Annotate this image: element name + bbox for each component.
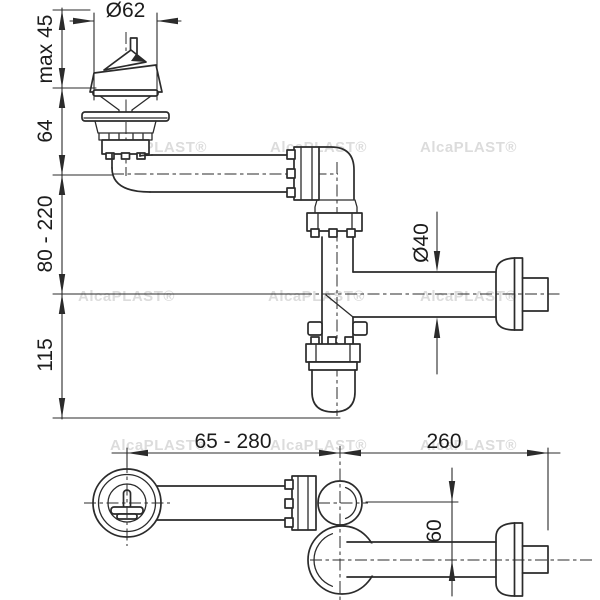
dim-label-strainer-height: 64 — [34, 119, 57, 143]
dim-label-adjustable-length: 65 - 280 — [194, 430, 271, 453]
wall-rosette-plan — [495, 522, 549, 597]
inlet-elbow-pipe — [111, 153, 295, 193]
plan-drain — [84, 461, 170, 546]
trap-cup — [305, 336, 361, 413]
watermark: AlcaPLAST® — [78, 288, 175, 305]
dim-label-adjustable-height: 80 - 220 — [34, 195, 57, 272]
dim-label-outlet-length: 260 — [426, 430, 461, 453]
dimension-outlet-diameter: Ø40 — [410, 211, 441, 375]
dim-label-max-plug-height: max 45 — [34, 15, 57, 84]
watermark: AlcaPLAST® — [420, 288, 517, 305]
watermarks: AlcaPLAST® AlcaPLAST® AlcaPLAST® AlcaPLA… — [78, 139, 517, 454]
plan-lower-pipe — [307, 446, 595, 600]
wall-rosette-side — [495, 257, 549, 331]
watermark: AlcaPLAST® — [420, 437, 517, 454]
dimension-top-diameter: Ø62 — [69, 0, 182, 101]
dimension-chain-left: max 45 64 80 - 220 115 — [34, 7, 341, 420]
dimension-outlet-length: 260 — [327, 430, 561, 531]
watermark: AlcaPLAST® — [268, 288, 365, 305]
dim-label-cup-depth: 115 — [34, 338, 57, 371]
dim-label-top-diameter: Ø62 — [106, 0, 146, 22]
plan-upper-pipe — [156, 475, 317, 531]
watermark: AlcaPLAST® — [270, 437, 367, 454]
dimension-adjustable-length: 65 - 280 — [111, 430, 353, 468]
dim-label-outlet-offset: 60 — [423, 519, 446, 542]
dim-label-outlet-diameter: Ø40 — [410, 223, 433, 263]
watermark: AlcaPLAST® — [110, 437, 207, 454]
union-nut-horizontal — [286, 146, 320, 201]
union-nut-vertical — [306, 212, 363, 238]
drain-plug — [89, 37, 163, 93]
dimension-outlet-offset: 60 — [365, 467, 459, 597]
watermark: AlcaPLAST® — [420, 139, 517, 156]
plan-view — [84, 446, 595, 600]
side-view — [81, 32, 562, 416]
dimensions: max 45 64 80 - 220 115 Ø62 Ø40 65 - 280 — [34, 0, 561, 597]
elbow-down — [314, 146, 358, 214]
plug-lever-detail — [131, 54, 146, 62]
